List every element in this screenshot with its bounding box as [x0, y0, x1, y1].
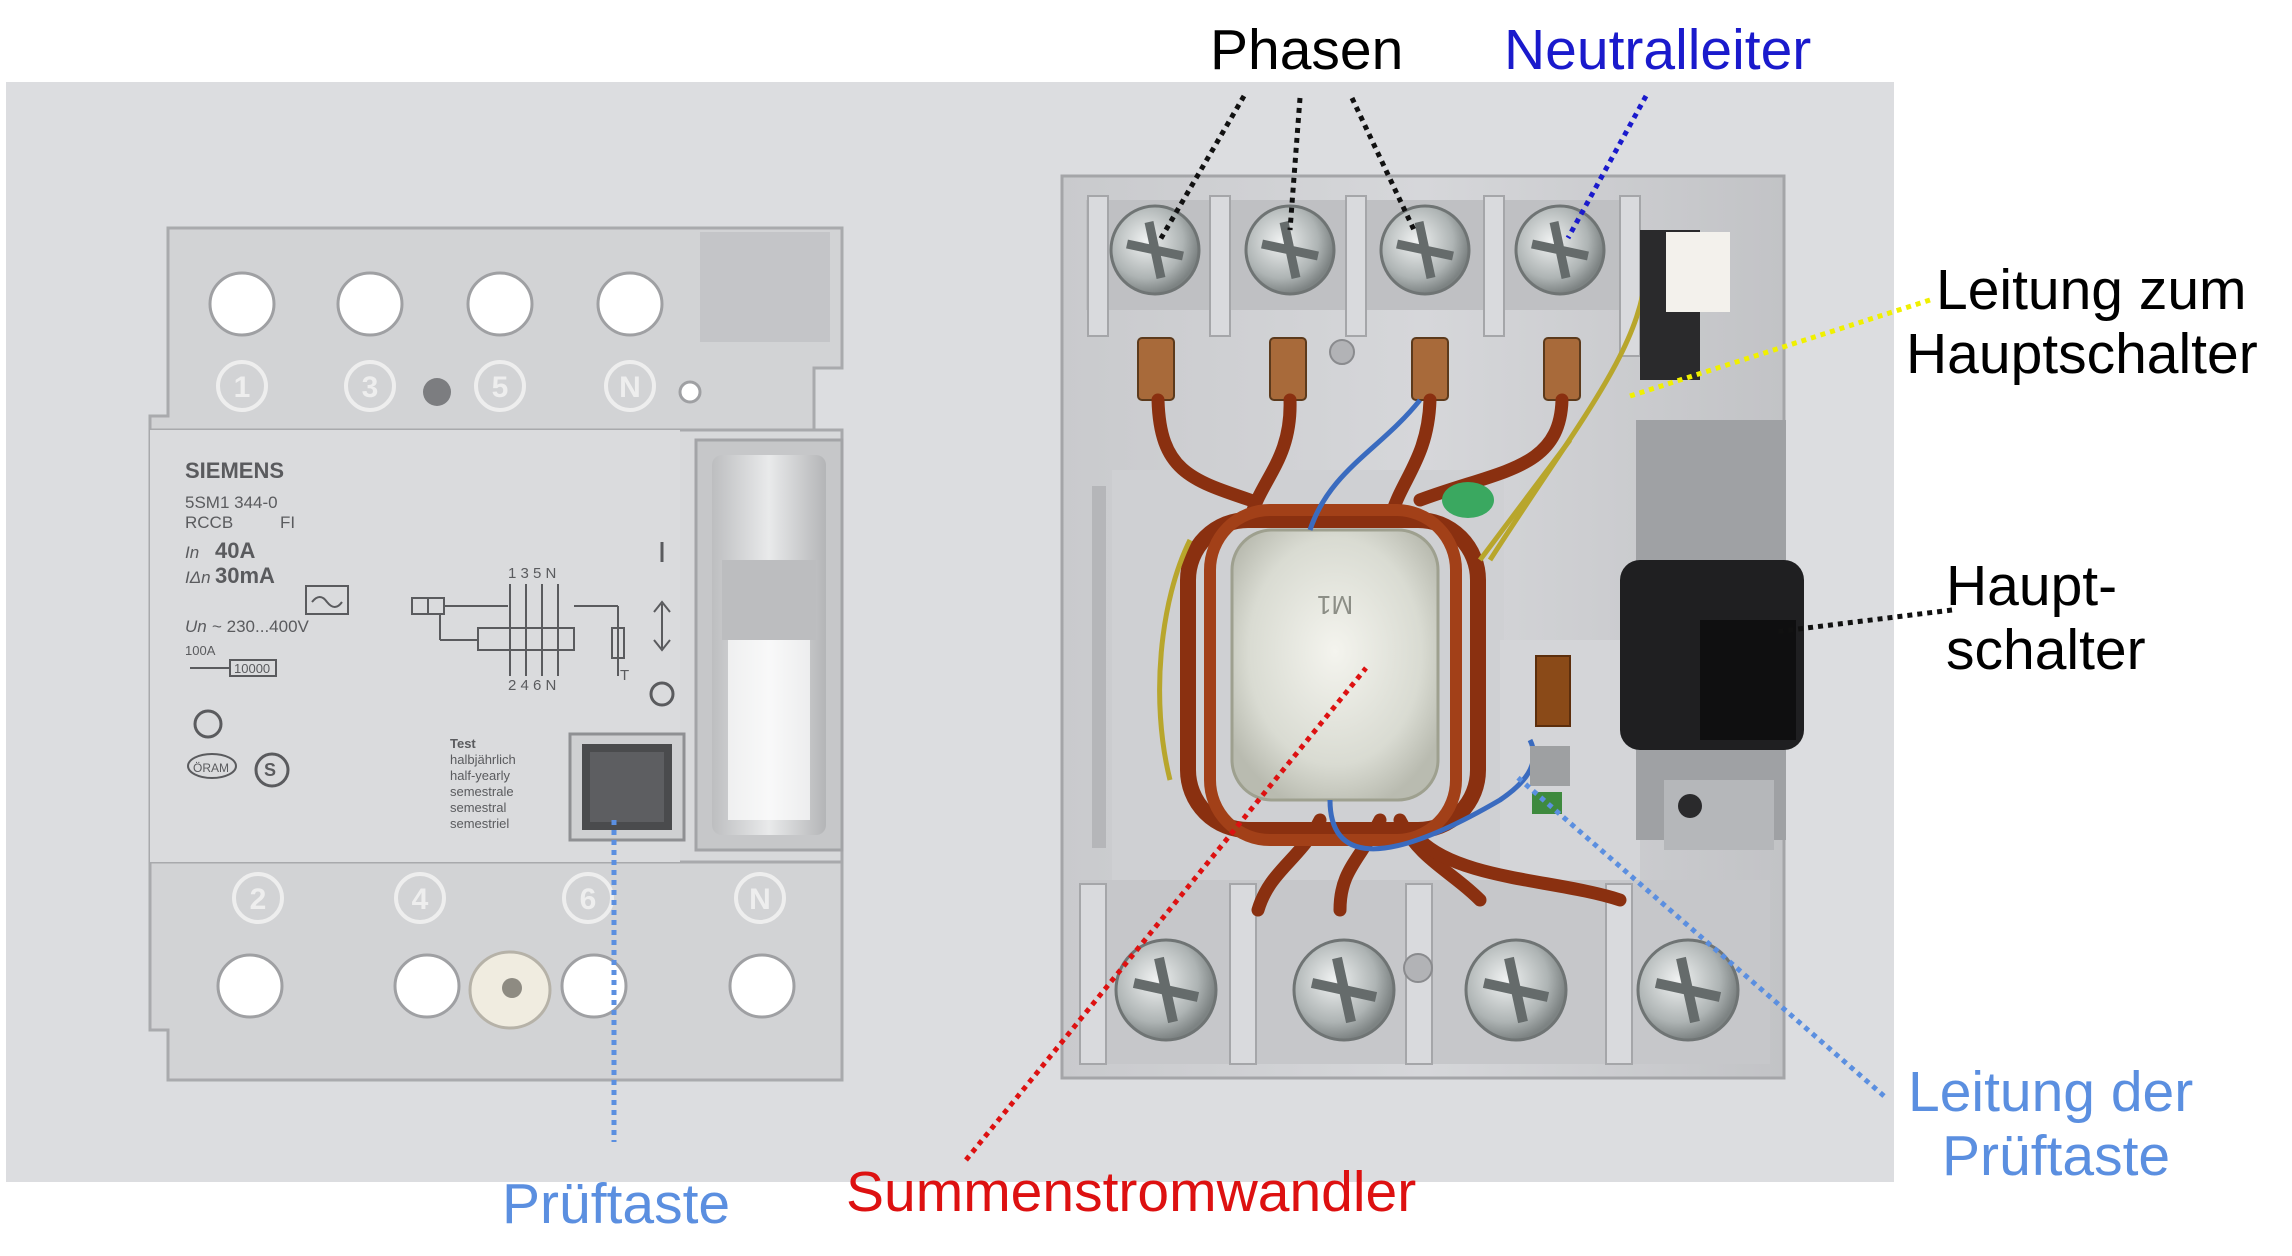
label-leitung-hauptschalter-2: Hauptschalter — [1906, 322, 2258, 386]
label-hauptschalter-2: schalter — [1946, 618, 2146, 682]
terminal-bottom-n: N — [749, 883, 771, 916]
label-phasen: Phasen — [1210, 18, 1404, 82]
terminal-top-n: N — [619, 371, 641, 404]
leader-leitung-prueftaste — [1514, 774, 1886, 1098]
leader-phasen-1 — [1157, 94, 1247, 242]
rccb-open-device: M1 — [1060, 174, 1804, 1080]
type-fi-print: FI — [280, 513, 295, 532]
core-mark: M1 — [1317, 590, 1353, 620]
label-leitung-prueftaste-1: Leitung der — [1908, 1060, 2194, 1124]
label-neutralleiter: Neutralleiter — [1504, 18, 1812, 82]
test-line-1: Test — [450, 736, 476, 751]
oram-mark: ÖRAM — [193, 761, 229, 775]
rccb-front-device: 1 3 5 N 2 4 6 N — [148, 226, 844, 1082]
test-line-6: semestriel — [450, 816, 509, 831]
diagram-t-label: T — [620, 667, 629, 684]
leader-neutralleiter — [1565, 94, 1649, 240]
in-symbol: In — [185, 543, 199, 562]
test-line-5: semestral — [450, 800, 506, 815]
test-button[interactable] — [568, 732, 686, 842]
terminal-bottom-4: 4 — [412, 883, 429, 916]
in-value: 40A — [215, 538, 255, 563]
model-print: 5SM1 344-0 — [185, 493, 278, 512]
terminal-top-1: 1 — [234, 371, 251, 404]
main-switch-mechanism — [1620, 230, 1804, 850]
diagram-top-labels: 1 3 5 N — [508, 565, 556, 582]
test-line-3: half-yearly — [450, 768, 510, 783]
idn-symbol: IΔn — [185, 568, 211, 587]
terminal-top-3: 3 — [362, 371, 379, 404]
terminal-top-5: 5 — [492, 371, 509, 404]
test-line-2: halbjährlich — [450, 752, 516, 767]
un-value: ~ 230...400V — [212, 617, 310, 636]
leader-lines — [611, 94, 1953, 1162]
label-hauptschalter-1: Haupt- — [1946, 554, 2118, 618]
terminal-bottom-6: 6 — [580, 883, 597, 916]
idn-value: 30mA — [215, 563, 275, 588]
un-symbol: Un — [185, 617, 207, 636]
short-circuit-box: 10000 — [234, 661, 270, 676]
leader-phasen-2 — [1287, 97, 1303, 231]
label-prueftaste: Prüftaste — [502, 1172, 731, 1236]
leader-phasen-3 — [1349, 96, 1417, 232]
terminal-bottom-2: 2 — [250, 883, 267, 916]
bottom-terminal-screws — [1114, 938, 1740, 1042]
type-print: RCCB — [185, 513, 233, 532]
label-leitung-hauptschalter-1: Leitung zum — [1936, 258, 2247, 322]
leader-leitung-hauptschalter — [1629, 297, 1931, 399]
s-mark: S — [264, 760, 276, 780]
brand-print: SIEMENS — [185, 458, 284, 483]
test-line-4: semestrale — [450, 784, 514, 799]
label-summenstromwandler: Summenstromwandler — [846, 1160, 1417, 1224]
diagram-bottom-labels: 2 4 6 N — [508, 677, 556, 694]
label-leitung-prueftaste-2: Prüftaste — [1942, 1124, 2171, 1188]
core-transformer — [1230, 528, 1440, 802]
top-terminal-screws — [1109, 204, 1606, 296]
short-circuit-top: 100A — [185, 643, 216, 658]
